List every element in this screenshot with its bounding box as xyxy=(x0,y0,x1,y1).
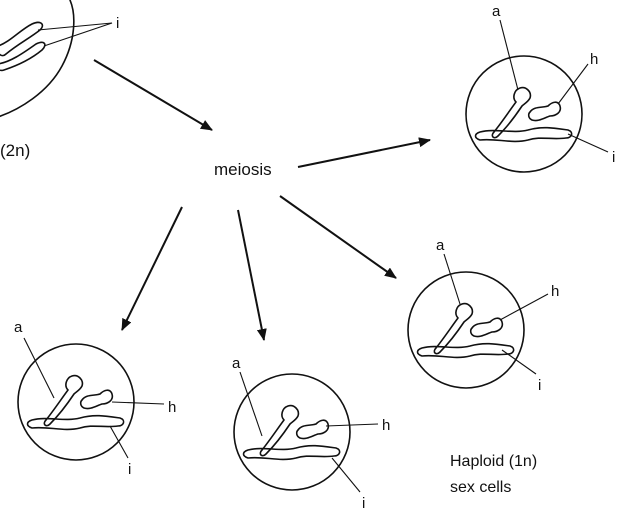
parent-chromosome-2 xyxy=(0,41,46,72)
parent-cell: i xyxy=(0,0,119,118)
arrow-to-meiosis xyxy=(93,59,213,131)
arrow-to-cell-bottom-left xyxy=(121,206,183,331)
parent-chromosome-1 xyxy=(0,21,44,57)
arrows xyxy=(93,59,431,341)
daughter-cell-top-right: a h i xyxy=(465,3,615,173)
arrow-to-cell-top-right xyxy=(297,137,431,168)
label-a: a xyxy=(14,319,23,336)
cell-membrane xyxy=(233,373,351,491)
arrow-to-cell-right xyxy=(279,195,397,279)
daughter-cell-right: a h i xyxy=(407,237,559,394)
label-a: a xyxy=(492,3,501,20)
label-a: a xyxy=(436,237,445,254)
label-a: a xyxy=(232,355,241,372)
label-i: i xyxy=(612,149,615,166)
cell-membrane xyxy=(407,271,525,389)
parent-ploidy-label: (2n) xyxy=(0,141,30,160)
label-h: h xyxy=(168,399,176,416)
parent-label-i: i xyxy=(116,15,119,32)
parent-cell-membrane xyxy=(0,0,75,118)
label-i: i xyxy=(538,377,541,394)
label-i: i xyxy=(128,461,131,478)
cell-membrane xyxy=(465,55,583,173)
daughter-cell-bottom-left: a h i xyxy=(14,319,176,478)
cell-membrane xyxy=(17,343,135,461)
meiosis-label: meiosis xyxy=(214,160,272,179)
caption-line-1: Haploid (1n) xyxy=(450,453,537,470)
label-i: i xyxy=(362,495,365,512)
arrow-to-cell-bottom-middle xyxy=(237,209,267,341)
caption-line-2: sex cells xyxy=(450,479,511,496)
label-h: h xyxy=(551,283,559,300)
label-h: h xyxy=(382,417,390,434)
daughter-cell-bottom-middle: a h i xyxy=(232,355,390,512)
label-h: h xyxy=(590,51,598,68)
